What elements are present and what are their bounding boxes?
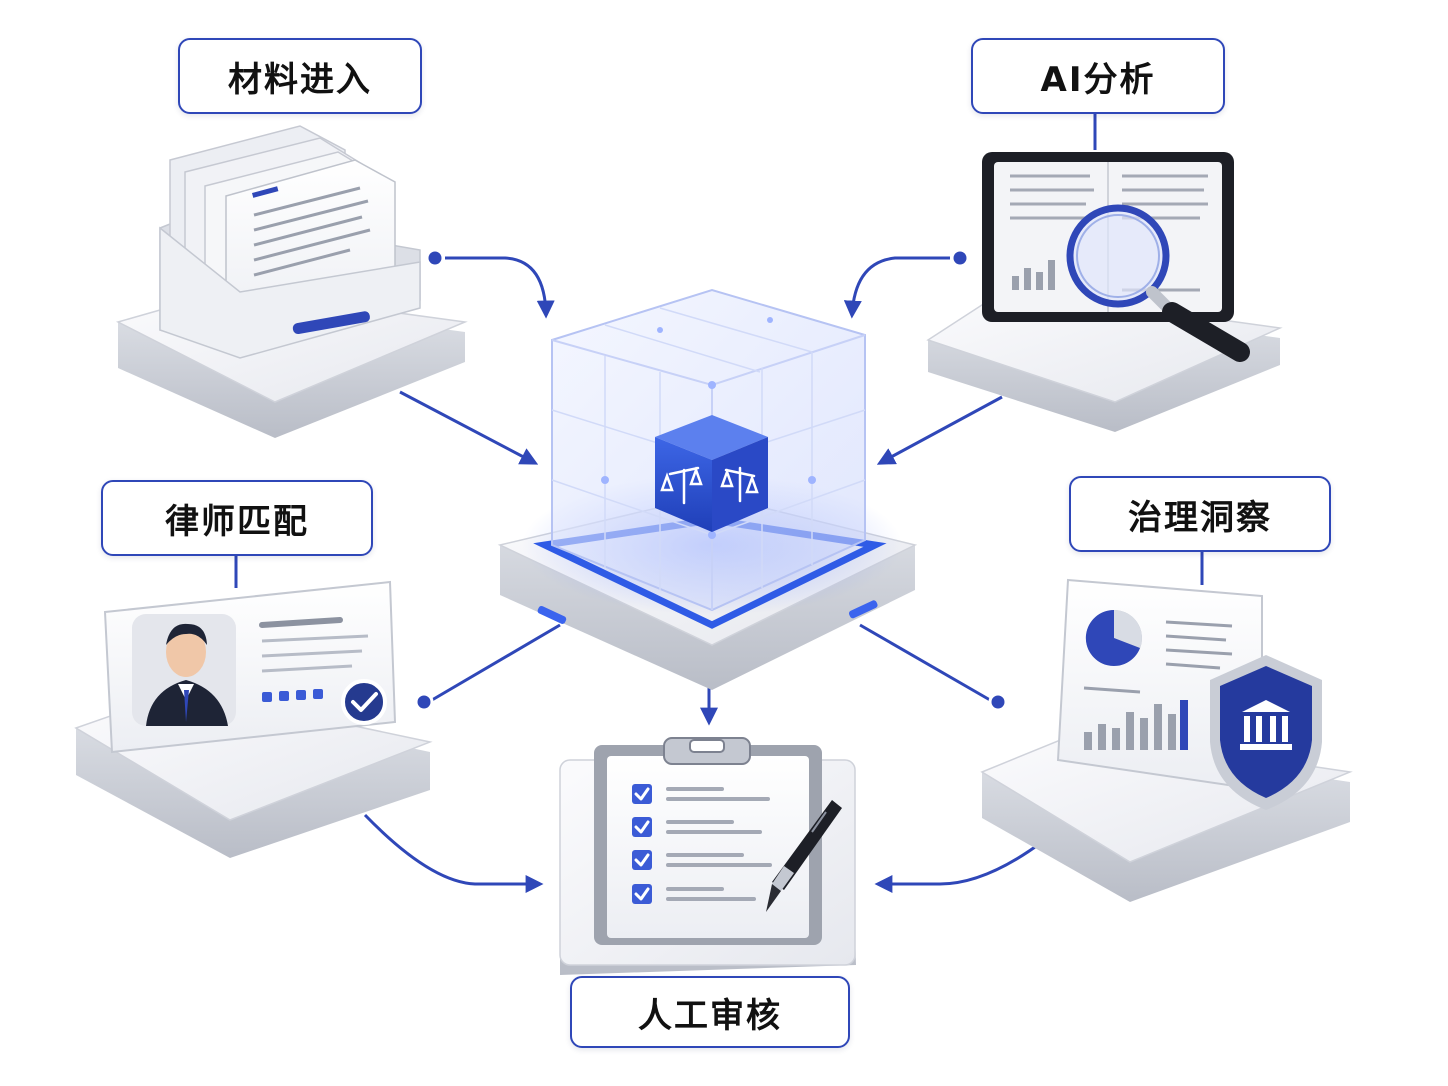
intake-node bbox=[115, 125, 468, 438]
file-tray-icon bbox=[159, 125, 421, 359]
clipboard-checklist-icon bbox=[594, 737, 842, 945]
connectors bbox=[234, 114, 1204, 893]
connector-dot bbox=[950, 248, 970, 268]
label-intake-text: 材料进入 bbox=[228, 59, 372, 100]
connector-core-lawyer bbox=[431, 623, 561, 702]
connector-intake-core bbox=[445, 256, 555, 319]
label-manual-review-text: 人工审核 bbox=[638, 995, 782, 1036]
label-manual-review: 人工审核 bbox=[570, 976, 850, 1048]
connector-ai-platform-core bbox=[876, 395, 1003, 465]
tablet-magnifier-icon bbox=[982, 152, 1250, 362]
label-ai-analysis-text: AI分析 bbox=[1040, 59, 1156, 100]
label-lawyer-matching: 律师匹配 bbox=[101, 480, 373, 556]
label-governance-insight-text: 治理洞察 bbox=[1128, 497, 1272, 538]
connector-dot bbox=[414, 692, 434, 712]
connector-ai-core bbox=[843, 256, 950, 319]
lawyer-matching-node bbox=[74, 580, 433, 858]
label-intake: 材料进入 bbox=[178, 38, 422, 114]
ai-analysis-node bbox=[926, 152, 1283, 432]
connector-intake-platform-core bbox=[399, 390, 539, 465]
verified-check-icon bbox=[341, 679, 387, 725]
pen-icon bbox=[766, 800, 842, 912]
connector-lawyer-review bbox=[363, 813, 544, 893]
glass-cube-scales-icon bbox=[551, 288, 866, 612]
label-ai-analysis: AI分析 bbox=[971, 38, 1225, 114]
connector-dot bbox=[988, 692, 1008, 712]
governance-insight-node bbox=[980, 578, 1353, 902]
label-lawyer-matching-text: 律师匹配 bbox=[165, 501, 309, 542]
connector-dot bbox=[425, 248, 445, 268]
report-shield-icon bbox=[1056, 578, 1322, 810]
lawyer-profile-card-icon bbox=[103, 580, 397, 754]
tray-handle-accent bbox=[292, 311, 370, 335]
connector-core-governance bbox=[859, 623, 991, 702]
checklist-items bbox=[632, 784, 772, 904]
core-node bbox=[497, 288, 918, 690]
manual-review-node bbox=[559, 737, 856, 975]
label-governance-insight: 治理洞察 bbox=[1069, 476, 1331, 552]
connector-governance-review bbox=[874, 840, 1043, 893]
